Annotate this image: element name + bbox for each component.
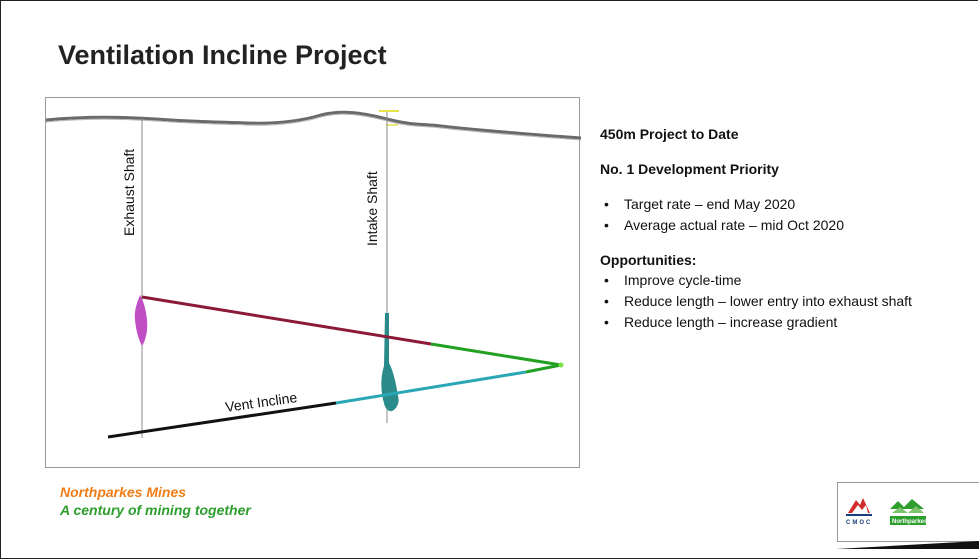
ground-surface-line bbox=[46, 110, 581, 140]
list-item: Target rate – end May 2020 bbox=[600, 194, 979, 215]
diagram-svg: Exhaust Shaft Intake Shaft Vent Incline bbox=[46, 110, 581, 439]
info-panel: 450m Project to Date No. 1 Development P… bbox=[600, 126, 979, 333]
list-item: Reduce length – lower entry into exhaust… bbox=[600, 291, 979, 312]
northparkes-logo-text: Northparkes bbox=[892, 519, 928, 525]
opportunities-bullet-list: Improve cycle-time Reduce length – lower… bbox=[600, 270, 979, 333]
rate-bullet-list: Target rate – end May 2020 Average actua… bbox=[600, 194, 979, 236]
exhaust-shaft-label: Exhaust Shaft bbox=[121, 149, 137, 236]
corner-shade bbox=[836, 541, 979, 549]
footer-company-name: Northparkes Mines bbox=[60, 484, 187, 500]
slide-title: Ventilation Incline Project bbox=[58, 40, 387, 70]
green-incline-return bbox=[525, 363, 562, 374]
list-item: Average actual rate – mid Oct 2020 bbox=[600, 215, 979, 236]
upper-incline-leg bbox=[141, 295, 432, 346]
footer-tagline: A century of mining together bbox=[60, 502, 251, 518]
company-logos: CMOC Northparkes bbox=[846, 498, 928, 526]
intake-shaft-label: Intake Shaft bbox=[364, 171, 380, 246]
list-item: Reduce length – increase gradient bbox=[600, 312, 979, 333]
cmoc-logo: CMOC bbox=[846, 498, 872, 526]
list-item: Improve cycle-time bbox=[600, 270, 979, 291]
cyan-incline-leg bbox=[335, 370, 527, 405]
exhaust-orebody bbox=[134, 295, 148, 346]
green-incline-leg bbox=[430, 342, 562, 367]
black-incline-leg bbox=[107, 401, 337, 439]
logo-box: CMOC Northparkes bbox=[837, 482, 979, 542]
opportunities-heading: Opportunities: bbox=[600, 252, 697, 268]
incline-diagram: Exhaust Shaft Intake Shaft Vent Incline bbox=[45, 97, 581, 468]
priority-heading: No. 1 Development Priority bbox=[600, 161, 779, 177]
project-to-date-heading: 450m Project to Date bbox=[600, 126, 739, 142]
cmoc-logo-text: CMOC bbox=[846, 520, 872, 526]
northparkes-logo: Northparkes bbox=[890, 499, 928, 525]
